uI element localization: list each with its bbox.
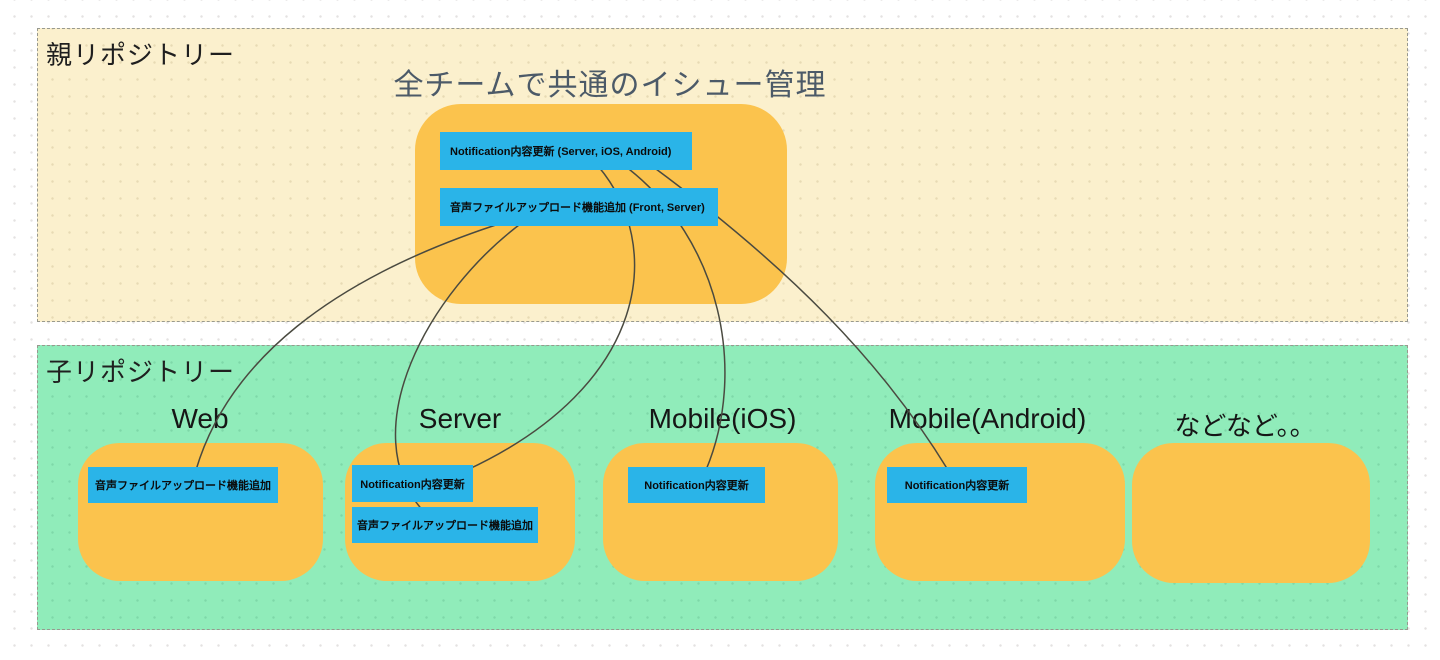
repo-name-web[interactable]: Web [171, 403, 229, 434]
web-issue-chip-audio-upload-label: 音声ファイルアップロード機能追加 [95, 480, 271, 492]
web-issue-chip-audio-upload[interactable]: 音声ファイルアップロード機能追加 [88, 467, 278, 503]
server-issue-chip-audio-upload[interactable]: 音声ファイルアップロード機能追加 [352, 507, 538, 543]
ios-issue-chip-notification[interactable]: Notification内容更新 [628, 467, 765, 503]
repo-name-mobile-android[interactable]: Mobile(Android) [888, 403, 1087, 434]
server-issue-chip-notification[interactable]: Notification内容更新 [352, 465, 473, 502]
repo-name-etc[interactable]: などなど。。 [1174, 411, 1316, 441]
parent-issue-chip-audio-upload[interactable]: 音声ファイルアップロード機能追加 (Front, Server) [440, 188, 718, 226]
server-issue-chip-notification-label: Notification内容更新 [360, 478, 465, 491]
ios-issue-chip-notification-label: Notification内容更新 [644, 480, 749, 492]
server-issue-chip-audio-upload-label: 音声ファイルアップロード機能追加 [357, 520, 533, 532]
connector-audio-to-web[interactable] [195, 221, 506, 471]
child-frame-label[interactable]: 子リポジトリー [46, 357, 236, 387]
parent-issue-chip-notification-label: Notification内容更新 (Server, iOS, Android) [450, 146, 672, 158]
repo-node-web[interactable] [78, 443, 323, 581]
parent-frame-label[interactable]: 親リポジトリー [46, 40, 236, 70]
parent-issue-chip-notification[interactable]: Notification内容更新 (Server, iOS, Android) [440, 132, 692, 170]
repo-node-mobile-ios[interactable] [603, 443, 838, 581]
parent-issue-chip-audio-upload-label: 音声ファイルアップロード機能追加 (Front, Server) [450, 202, 705, 214]
android-issue-chip-notification-label: Notification内容更新 [904, 480, 1010, 492]
shared-issue-title[interactable]: 全チームで共通のイシュー管理 [393, 69, 827, 102]
repo-node-etc[interactable] [1132, 443, 1370, 583]
repo-name-server[interactable]: Server [418, 403, 502, 434]
repo-node-mobile-android[interactable] [875, 443, 1125, 581]
android-issue-chip-notification[interactable]: Notification内容更新 [887, 467, 1027, 503]
